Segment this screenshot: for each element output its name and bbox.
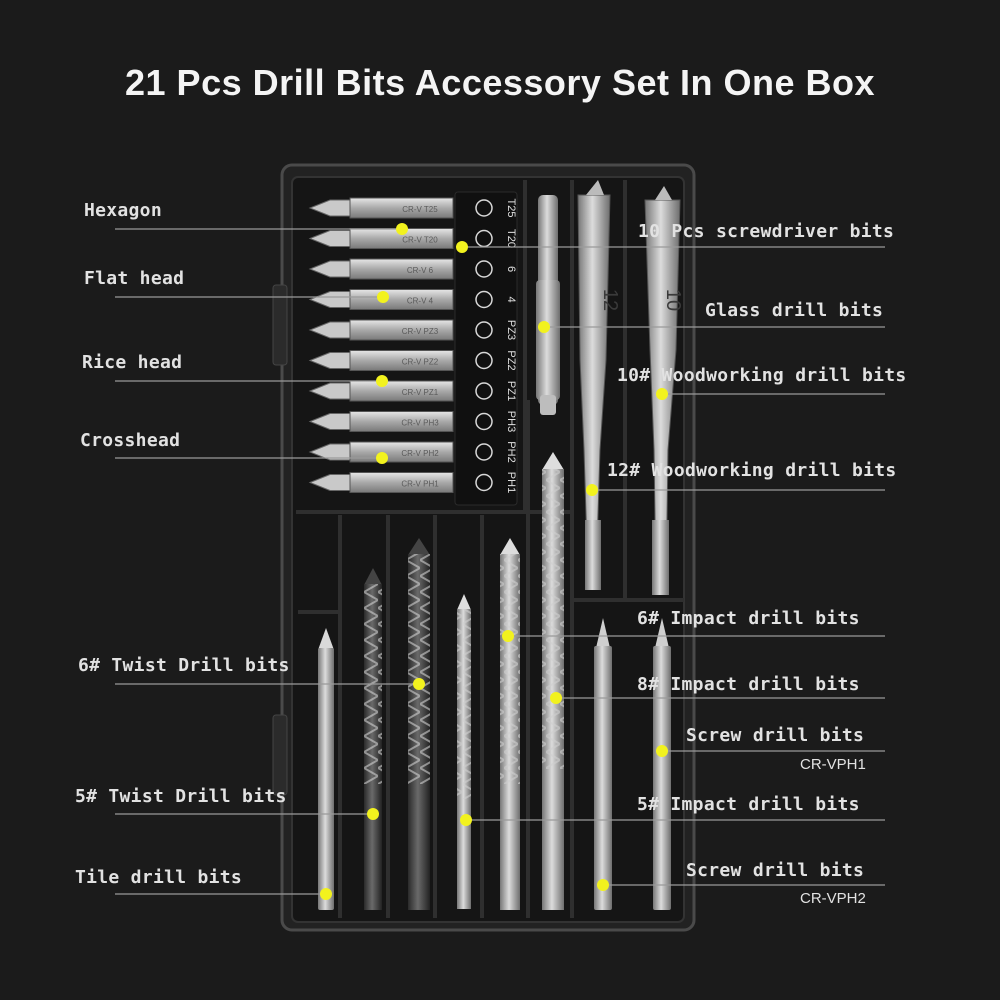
twist-drill-6	[408, 538, 430, 910]
compartments	[296, 180, 684, 918]
bit-marking: CR-V PH2	[401, 449, 439, 458]
screw-drill-ph1	[653, 618, 671, 910]
bit-type-label: T20	[505, 229, 517, 248]
label-rice-head: Rice head	[82, 352, 183, 373]
bit-marking: CR-V T20	[402, 236, 438, 245]
label-wood-drill-10: 10# Woodworking drill bits	[617, 365, 907, 386]
leader-lines	[115, 228, 885, 895]
label-twist-drill-5: 5# Twist Drill bits	[75, 786, 287, 807]
label-screw-drill-1-code: CR-VPH1	[800, 756, 866, 773]
bit-marking: CR-V 6	[407, 266, 434, 275]
tile-drill-bit	[318, 628, 334, 910]
spade-size-label: 10	[662, 289, 684, 311]
label-flat-head: Flat head	[84, 268, 185, 289]
bit-type-label: PH3	[505, 411, 517, 432]
box-latch-upper	[272, 284, 288, 366]
bit-type-symbol	[475, 321, 493, 339]
screw-drill-ph2	[594, 618, 612, 910]
label-wood-drill-12: 12# Woodworking drill bits	[607, 460, 897, 481]
bit-type-label: PH1	[505, 472, 517, 493]
screwdriver-bit: CR-V T25	[308, 197, 454, 219]
bit-type-symbol	[475, 199, 493, 217]
label-hexagon: Hexagon	[84, 200, 162, 221]
screwdriver-bit: CR-V PZ1	[308, 380, 454, 402]
marker-dots	[320, 223, 668, 900]
bit-type-symbol	[475, 290, 493, 309]
label-screw-drill-2-code: CR-VPH2	[800, 890, 866, 907]
impact-drill-8	[542, 452, 564, 910]
bit-type-symbol	[475, 443, 493, 461]
label-impact-drill-8: 8# Impact drill bits	[637, 674, 860, 695]
bit-type-label: PH2	[505, 441, 517, 462]
bit-marking: CR-V PZ2	[402, 358, 439, 367]
bit-type-symbol	[475, 382, 493, 400]
label-tile-drill: Tile drill bits	[75, 867, 243, 888]
screwdriver-bit: CR-V PZ3	[308, 319, 454, 341]
bit-marking: CR-V PH1	[401, 480, 439, 489]
screwdriver-bit: CR-V PZ2	[308, 350, 454, 371]
label-impact-drill-6: 6# Impact drill bits	[637, 608, 860, 629]
label-twist-drill-6: 6# Twist Drill bits	[78, 655, 290, 676]
bit-type-symbol	[475, 473, 493, 492]
bit-type-label: 4	[505, 296, 517, 302]
bit-type-strip	[454, 191, 518, 506]
screwdriver-bit: CR-V 6	[308, 258, 454, 280]
twist-drill-5	[364, 568, 382, 910]
bit-marking: CR-V 4	[407, 297, 434, 306]
label-screw-drill-1: Screw drill bits	[686, 725, 865, 746]
spade-bit-12	[577, 180, 611, 590]
bit-type-label: 6	[505, 266, 517, 272]
bit-type-symbol	[475, 260, 493, 278]
bit-type-label: PZ2	[505, 350, 517, 370]
page-title: 21 Pcs Drill Bits Accessory Set In One B…	[125, 62, 875, 103]
impact-drill-6	[500, 538, 520, 910]
glass-drill-bit	[536, 195, 560, 415]
bit-marking: CR-V PH3	[401, 419, 439, 428]
label-screw-drill-2: Screw drill bits	[686, 860, 865, 881]
bit-marking: CR-V PZ3	[402, 327, 439, 336]
bit-type-symbol	[475, 351, 493, 370]
bit-type-label: T25	[505, 199, 517, 218]
label-impact-drill-5: 5# Impact drill bits	[637, 794, 860, 815]
box-latch-lower	[272, 714, 288, 796]
bit-type-label: PZ3	[505, 320, 517, 340]
screwdriver-bit: CR-V PH3	[308, 411, 454, 432]
impact-drill-5	[457, 594, 471, 909]
label-screwdriver-bits: 10 Pcs screwdriver bits	[638, 221, 895, 242]
screwdriver-bit: CR-V T20	[308, 228, 454, 249]
label-crosshead: Crosshead	[80, 430, 181, 451]
screwdriver-bit: CR-V PH2	[308, 441, 454, 463]
bit-type-symbol	[475, 412, 493, 431]
screwdriver-bit: CR-V 4	[308, 289, 454, 310]
screwdriver-bit: CR-V PH1	[308, 472, 454, 493]
bit-marking: CR-V PZ1	[402, 388, 439, 397]
spade-size-label: 12	[599, 289, 621, 311]
spade-size-labels: 12 10	[599, 289, 684, 311]
label-glass-drill: Glass drill bits	[705, 300, 884, 321]
bit-marking: CR-V T25	[402, 205, 438, 214]
bit-type-label: PZ1	[505, 381, 517, 401]
